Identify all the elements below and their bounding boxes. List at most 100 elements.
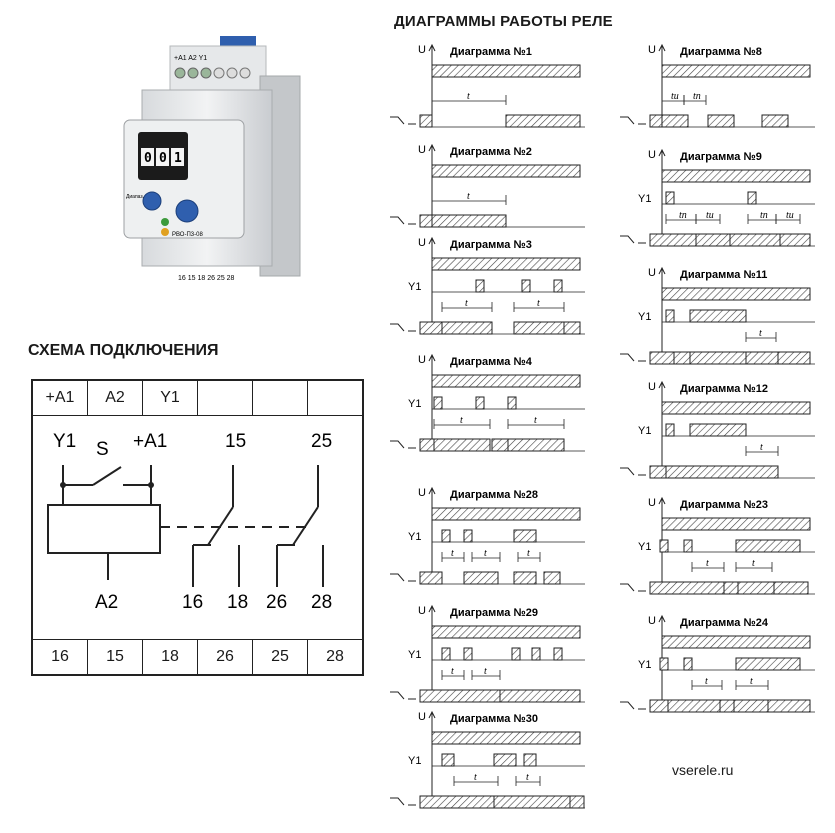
output-bar <box>707 114 735 128</box>
wiring-diagram: Y1 S +A1 A2 15 25 16 18 26 28 <box>47 431 332 613</box>
terminal-15: 15 <box>88 640 143 674</box>
terminal-screws <box>174 67 251 79</box>
u-signal-bar <box>431 374 581 388</box>
signal-u-label: U <box>648 44 656 56</box>
output-bar <box>761 114 789 128</box>
top-terminal-row: +A1 A2 Y1 <box>33 381 362 416</box>
signal-y1-label: Y1 <box>408 398 421 410</box>
interval-1-label: t <box>484 548 487 559</box>
device-bottom-terminals: 16 15 18 26 25 28 <box>178 275 235 282</box>
relay-device-image: +A1 A2 Y1 0 0 1 РВО-П3-08 Диапаз. 16 15 … <box>123 36 301 282</box>
output-bar <box>737 581 775 595</box>
interval-1-label: tи <box>706 210 714 221</box>
output-bar <box>649 465 667 479</box>
output-bar <box>745 351 779 365</box>
output-bar <box>719 699 735 713</box>
output-bar <box>649 233 697 247</box>
display-digit-1: 0 <box>144 151 152 166</box>
relay-contact-icon <box>390 797 416 806</box>
power-led <box>161 218 169 226</box>
output-bar <box>499 689 581 703</box>
y1-signal-bar <box>735 539 801 553</box>
signal-u-label: U <box>418 237 426 249</box>
interval-0-label: t <box>467 191 470 202</box>
signal-y1-label: Y1 <box>638 193 651 205</box>
interval-1-label: t <box>484 666 487 677</box>
terminal-18: 18 <box>143 640 198 674</box>
y1-signal-bar <box>475 279 485 293</box>
signal-u-label: U <box>418 354 426 366</box>
label-26: 26 <box>266 592 287 613</box>
y1-signal-bar <box>689 309 747 323</box>
interval-0-label: t <box>460 415 463 426</box>
terminal-25: 25 <box>253 640 308 674</box>
interval-1-label: t <box>537 298 540 309</box>
y1-signal-bar <box>507 396 517 410</box>
output-bar <box>689 351 747 365</box>
terminal-empty <box>198 381 253 415</box>
terminal-y1: Y1 <box>143 381 198 415</box>
y1-signal-bar <box>463 647 473 661</box>
y1-signal-bar <box>441 529 451 543</box>
y1-signal-bar <box>441 753 455 767</box>
y1-signal-bar <box>735 657 801 671</box>
terminal-28: 28 <box>326 648 344 665</box>
output-bar <box>563 321 581 335</box>
relay-contact-icon <box>390 323 416 332</box>
interval-0-label: t <box>467 91 470 102</box>
diagram-title: Диаграмма №24 <box>680 617 769 629</box>
u-signal-bar <box>431 625 581 639</box>
signal-y1-label: Y1 <box>638 541 651 553</box>
relay-contact-icon <box>620 467 646 476</box>
output-bar <box>649 581 725 595</box>
y1-signal-bar <box>523 753 537 767</box>
diagram-title: Диаграмма №29 <box>450 607 538 619</box>
signal-y1-label: Y1 <box>408 755 421 767</box>
u-signal-bar <box>661 287 811 301</box>
interval-2-label: tп <box>760 210 768 221</box>
label-s: S <box>96 439 109 460</box>
terminal-a2: A2 <box>88 381 143 415</box>
u-signal-bar <box>431 731 581 745</box>
diagram-title: Диаграмма №30 <box>450 713 538 725</box>
interval-0-label: t <box>474 772 477 783</box>
y1-signal-bar <box>513 529 537 543</box>
output-bar <box>419 438 435 452</box>
interval-3-label: tи <box>786 210 794 221</box>
u-signal-bar <box>431 164 581 178</box>
output-bar <box>507 438 565 452</box>
relay-led <box>161 228 169 236</box>
relay-contact-icon <box>620 235 646 244</box>
diagram-title: Диаграмма №9 <box>680 151 762 163</box>
signal-y1-label: Y1 <box>638 425 651 437</box>
signal-y1-label: Y1 <box>408 649 421 661</box>
u-signal-bar <box>431 507 581 521</box>
output-bar <box>777 351 811 365</box>
interval-1-label: t <box>750 676 753 687</box>
knob-label: Диапаз. <box>126 194 144 200</box>
u-signal-bar <box>661 517 811 531</box>
y1-signal-bar <box>683 657 693 671</box>
interval-0-label: t <box>760 442 763 453</box>
u-signal-bar <box>661 64 811 78</box>
output-bar <box>419 214 433 228</box>
output-bar <box>505 114 581 128</box>
range-knob <box>142 191 162 211</box>
output-bar <box>767 699 811 713</box>
relay-contact-icon <box>620 583 646 592</box>
device-model: РВО-П3-08 <box>172 232 203 238</box>
diagram-title: Диаграмма №11 <box>680 269 767 281</box>
mode-knob <box>175 199 199 223</box>
output-bar <box>433 438 491 452</box>
output-bar <box>665 465 779 479</box>
y1-signal-bar <box>511 647 521 661</box>
output-bar <box>733 699 769 713</box>
label-a2: A2 <box>95 592 118 613</box>
output-bar <box>773 581 809 595</box>
diagram-title: Диаграмма №8 <box>680 46 762 58</box>
